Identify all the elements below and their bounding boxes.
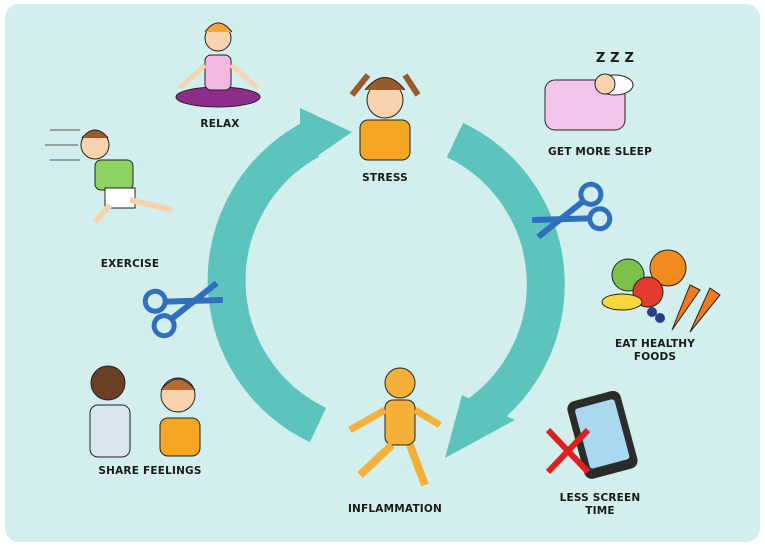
scissors-icon <box>142 280 223 339</box>
label-relax: RELAX <box>200 118 240 130</box>
sleep-zzz: Z Z Z <box>595 51 635 66</box>
label-get-more-sleep: GET MORE SLEEP <box>548 146 652 158</box>
sleep-illustration <box>544 73 634 131</box>
cycle-arrow-left <box>207 108 352 443</box>
scissors-icon <box>532 181 613 240</box>
label-line: TIME <box>585 505 615 517</box>
relax-illustration <box>175 22 261 108</box>
label-exercise: EXERCISE <box>100 258 160 270</box>
less-screen-illustration <box>545 390 638 479</box>
label-line: LESS SCREEN <box>559 492 641 504</box>
label-share-feelings: SHARE FEELINGS <box>98 465 202 477</box>
label-inflammation: INFLAMMATION <box>347 503 443 515</box>
label-stress: STRESS <box>362 172 408 184</box>
stress-illustration <box>349 73 421 161</box>
label-line: FOODS <box>633 351 677 363</box>
exercise-illustration <box>45 129 173 224</box>
healthy-foods-illustration <box>601 249 721 333</box>
inflammation-illustration <box>348 367 442 487</box>
label-line: EAT HEALTHY <box>614 338 696 350</box>
share-feelings-illustration <box>89 365 201 458</box>
cycle-arrow-right <box>445 122 565 458</box>
